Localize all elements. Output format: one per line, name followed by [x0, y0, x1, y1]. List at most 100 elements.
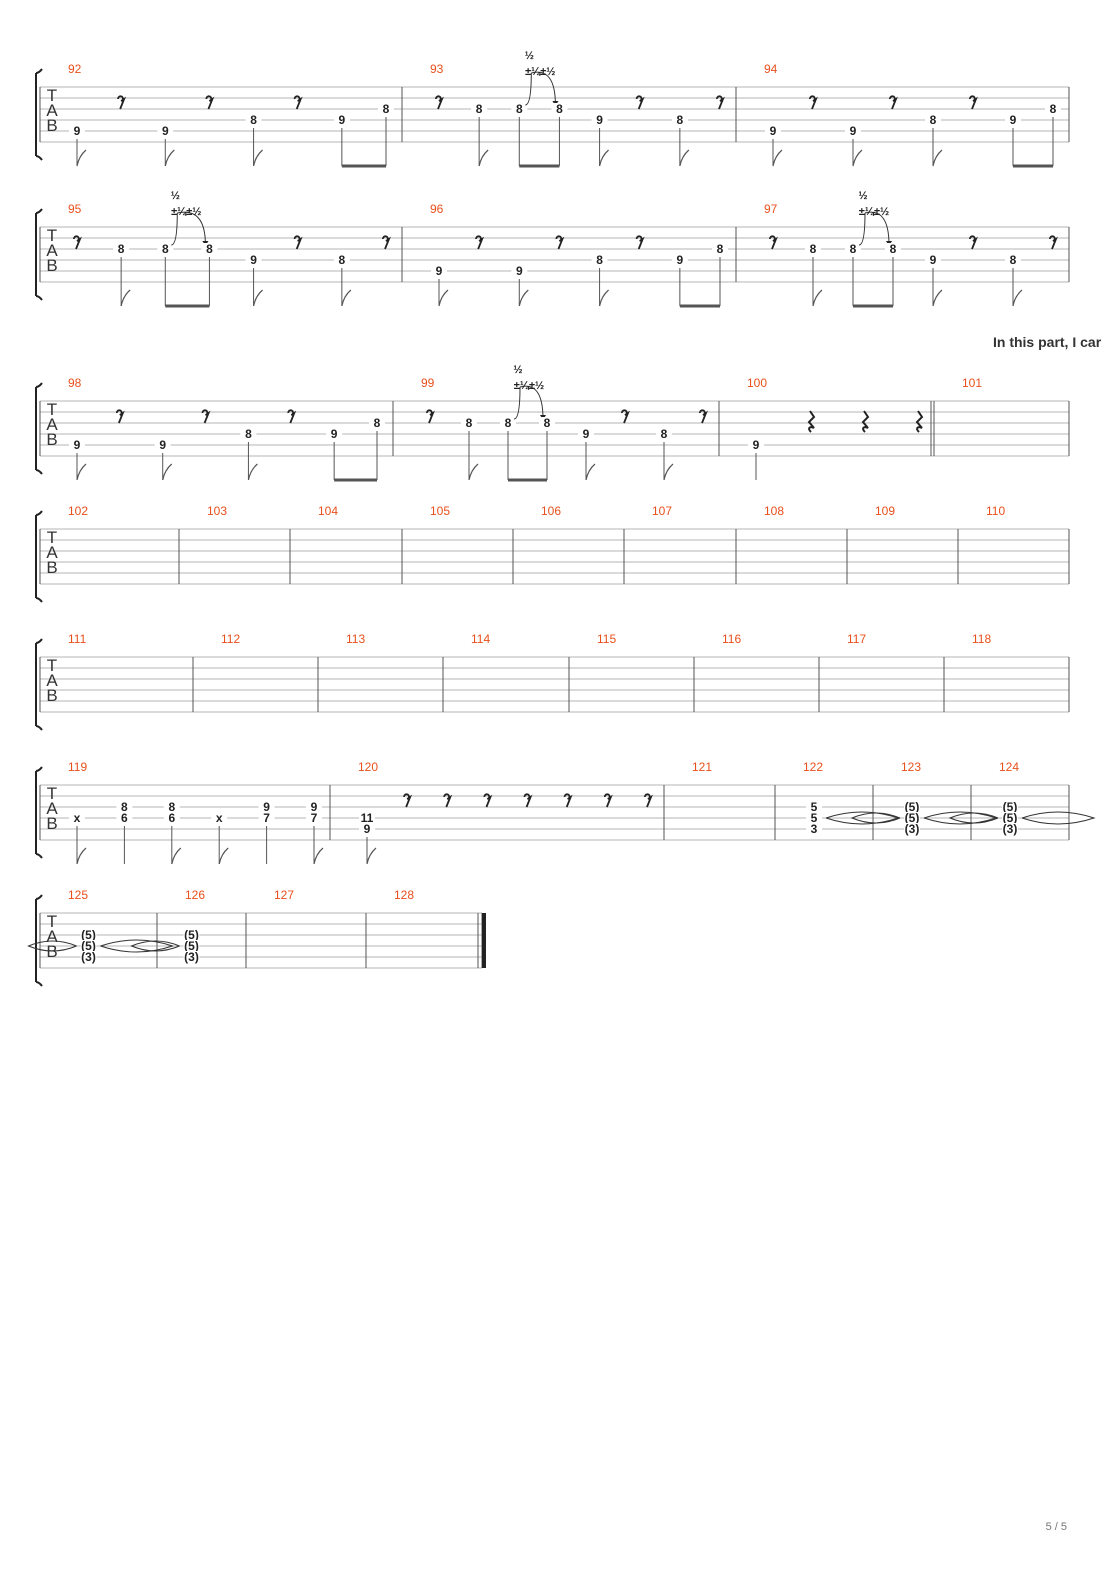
- fret-number: 7: [263, 811, 270, 825]
- fret-background: [116, 801, 133, 812]
- page-number: 5 / 5: [1046, 1521, 1067, 1533]
- eighth-flag: [76, 149, 87, 167]
- measure-number: 121: [692, 760, 712, 774]
- fret-background: [69, 439, 85, 450]
- eighth-rest: [483, 793, 493, 808]
- fret-background: [369, 417, 385, 428]
- let-ring-tie-in: [130, 940, 180, 952]
- quarter-rest: [861, 410, 870, 433]
- fret-number: 9: [263, 800, 270, 814]
- fret-background: [671, 114, 688, 125]
- fret-background: [245, 114, 262, 125]
- release-curve: [177, 211, 206, 246]
- fret-background: [511, 265, 528, 276]
- tab-clef-letter: B: [46, 558, 57, 577]
- fret-number: 9: [583, 427, 590, 441]
- fret-background: [591, 114, 608, 125]
- bend-marker: ±¼±½: [859, 206, 889, 218]
- fret-background: [240, 428, 257, 439]
- fret-background: [157, 125, 174, 136]
- fret-background: [805, 243, 821, 254]
- fret-background: [201, 243, 218, 254]
- measure-number: 111: [68, 632, 87, 646]
- fret-number: 8: [162, 242, 169, 256]
- eighth-flag: [76, 463, 87, 481]
- eighth-flag: [438, 289, 449, 307]
- eighth-rest: [635, 235, 645, 250]
- fret-number: (3): [184, 950, 199, 964]
- system-bracket: [35, 208, 43, 301]
- fret-background: [116, 812, 133, 823]
- measure-number: 116: [722, 632, 741, 646]
- fret-number: (5): [184, 928, 199, 942]
- fret-number: 8: [250, 113, 257, 127]
- fret-background: [904, 823, 920, 834]
- tab-clef-letter: B: [46, 686, 57, 705]
- eighth-rest: [555, 235, 565, 250]
- measure-number: 102: [68, 504, 88, 518]
- eighth-rest: [889, 95, 898, 110]
- measure-number: 93: [430, 62, 444, 76]
- measure-number: 94: [764, 62, 778, 76]
- fret-background: [1005, 114, 1021, 125]
- fret-background: [511, 103, 528, 114]
- eighth-rest: [603, 793, 613, 808]
- fret-background: [1005, 254, 1021, 265]
- measure-number: 126: [185, 888, 205, 902]
- system-bracket: [35, 894, 43, 987]
- measure-number: 96: [430, 202, 444, 216]
- fret-number: 8: [677, 113, 684, 127]
- measure-number: 99: [421, 376, 435, 390]
- fret-background: [904, 812, 920, 823]
- fret-number: 9: [364, 822, 371, 836]
- measure-number: 112: [221, 632, 240, 646]
- fret-background: [154, 439, 171, 450]
- let-ring-tie: [825, 811, 900, 825]
- eighth-rest: [523, 793, 533, 808]
- fret-number: 7: [311, 811, 318, 825]
- fret-number: 8: [466, 416, 473, 430]
- eighth-rest: [73, 235, 82, 250]
- measure-number: 107: [652, 504, 672, 518]
- eighth-rest: [969, 95, 978, 110]
- fret-number: x: [74, 811, 81, 825]
- fret-background: [925, 254, 941, 265]
- measure-number: 97: [764, 202, 778, 216]
- fret-number: 8: [596, 253, 603, 267]
- fret-number: (5): [1003, 811, 1018, 825]
- eighth-flag: [247, 463, 258, 481]
- fret-background: [765, 125, 781, 136]
- quarter-rest: [807, 410, 816, 433]
- measure-number: 125: [68, 888, 88, 902]
- eighth-flag: [598, 289, 609, 307]
- fret-number: 9: [770, 124, 777, 138]
- let-ring-tie: [923, 811, 998, 825]
- measure-number: 119: [68, 760, 87, 774]
- fret-background: [845, 243, 861, 254]
- fret-number: 8: [339, 253, 346, 267]
- fret-number: 8: [245, 427, 252, 441]
- fret-background: [806, 801, 822, 812]
- fret-number: (3): [1003, 822, 1018, 836]
- fret-background: [69, 125, 85, 136]
- measure-number: 103: [207, 504, 227, 518]
- fret-number: 8: [850, 242, 857, 256]
- fret-background: [578, 428, 594, 439]
- tab-clef-letter: A: [46, 543, 58, 562]
- eighth-flag: [218, 847, 229, 865]
- fret-number: 8: [516, 102, 523, 116]
- tab-clef-letter: A: [46, 101, 58, 120]
- fret-number: 9: [753, 438, 760, 452]
- bend-curve: [171, 212, 178, 246]
- fret-background: [1045, 103, 1061, 114]
- tab-clef-letter: T: [47, 400, 57, 419]
- fret-background: [157, 243, 174, 254]
- eighth-rest: [201, 409, 211, 424]
- eighth-rest: [426, 409, 435, 424]
- fret-number: 5: [811, 800, 818, 814]
- fret-number: 8: [890, 242, 897, 256]
- fret-background: [211, 812, 228, 823]
- eighth-rest: [287, 409, 297, 424]
- fret-number: x: [216, 811, 223, 825]
- eighth-rest: [475, 235, 485, 250]
